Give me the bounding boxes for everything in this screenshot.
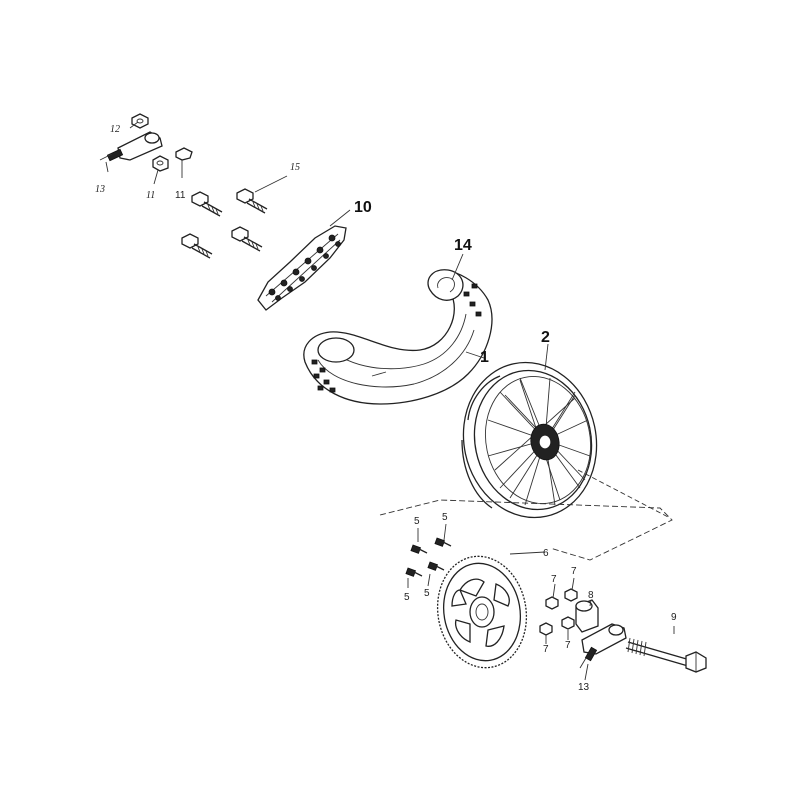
bolt-set-15 [181, 188, 268, 259]
axle-centerline [577, 469, 671, 519]
sprocket-6 [436, 555, 528, 669]
axle-9 [625, 637, 707, 673]
callout-7-a: 7 [551, 574, 557, 585]
callout-5-d: 5 [424, 588, 430, 599]
callouts: 12 13 11 11 15 10 14 1 2 5 5 5 5 6 7 7 7… [95, 124, 677, 693]
callout-7-c: 7 [543, 644, 549, 655]
callout-11-left: 11 [146, 190, 155, 201]
nuts-7 [539, 588, 578, 636]
callout-14: 14 [454, 237, 472, 254]
chain-adjuster-bottom [579, 623, 627, 669]
callout-12: 12 [110, 124, 120, 135]
bolts-5 [405, 537, 452, 577]
callout-7-d: 7 [565, 640, 571, 651]
callout-9: 9 [671, 612, 677, 623]
leader-lines [105, 121, 675, 681]
assembly-group-outline [379, 499, 673, 561]
callout-5-a: 5 [414, 516, 420, 527]
callout-5-b: 5 [442, 512, 448, 523]
callout-11-right: 11 [175, 190, 186, 201]
callout-10: 10 [354, 199, 372, 216]
washer-11-left [152, 155, 169, 172]
callout-13-bottom: 13 [578, 682, 590, 693]
callout-7-b: 7 [571, 566, 577, 577]
callout-15: 15 [290, 162, 300, 173]
wheel-rim-2 [461, 361, 598, 519]
nut-top [131, 113, 149, 129]
washer-11-right [175, 147, 193, 161]
tire-1 [303, 270, 493, 405]
callout-2: 2 [541, 329, 550, 346]
callout-13-top: 13 [95, 184, 105, 195]
callout-5-c: 5 [404, 592, 410, 603]
callout-6: 6 [543, 548, 549, 559]
chain-adjuster-top [99, 131, 163, 162]
tube-14 [427, 269, 464, 301]
callout-8: 8 [588, 590, 594, 601]
callout-1: 1 [480, 349, 489, 366]
chain-guard-10 [257, 225, 347, 311]
spacer-8 [575, 599, 599, 633]
